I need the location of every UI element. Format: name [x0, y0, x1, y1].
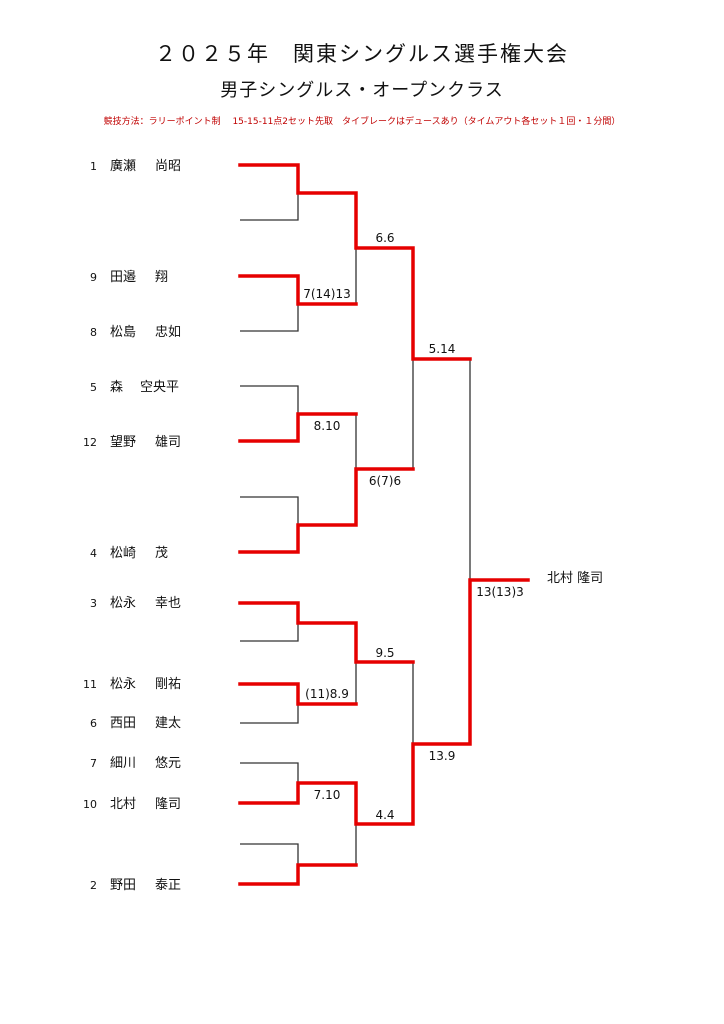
- player-entry: 3 松永 幸也: [90, 596, 181, 611]
- player-surname: 田邉: [110, 270, 136, 285]
- player-surname: 西田: [110, 716, 136, 731]
- seed-number: 8: [90, 326, 97, 339]
- bracket-lines: [240, 193, 471, 865]
- player-given-name: 尚昭: [155, 159, 181, 174]
- match-score: 13.9: [429, 749, 456, 763]
- player-surname: 野田: [110, 878, 136, 893]
- player-given-name: 空央平: [140, 380, 179, 395]
- player-given-name: 雄司: [155, 435, 181, 450]
- winner-lines: [238, 163, 530, 886]
- player-surname: 松永: [110, 596, 136, 611]
- player-given-name: 剛祐: [155, 677, 181, 692]
- player-entry: 8 松島 忠如: [90, 324, 181, 340]
- match-score: 6(7)6: [369, 474, 401, 488]
- player-surname: 細川: [110, 756, 136, 771]
- seed-number: 4: [90, 547, 97, 560]
- match-score: 8.10: [314, 419, 341, 433]
- match-score: 5.14: [429, 342, 456, 356]
- player-given-name: 忠如: [155, 324, 181, 340]
- player-surname: 森: [110, 380, 123, 395]
- player-surname: 廣瀬: [110, 159, 136, 174]
- player-surname: 北村: [110, 797, 136, 812]
- seed-number: 6: [90, 717, 97, 730]
- match-score: 4.4: [375, 808, 394, 822]
- match-score: 6.6: [375, 231, 394, 245]
- player-given-name: 茂: [155, 546, 168, 561]
- player-given-name: 翔: [155, 270, 168, 285]
- player-entry: 4 松崎 茂: [90, 546, 168, 561]
- page-title: ２０２５年 関東シングルス選手権大会: [155, 42, 569, 66]
- seed-number: 5: [90, 381, 97, 394]
- player-entry: 2 野田 泰正: [90, 878, 181, 893]
- match-score: 7(14)13: [303, 287, 351, 301]
- seed-number: 10: [83, 798, 97, 811]
- player-entry: 10 北村 隆司: [83, 797, 181, 812]
- player-surname: 松永: [110, 677, 136, 692]
- page-subtitle: 男子シングルス・オープンクラス: [220, 80, 504, 101]
- seed-number: 1: [90, 160, 97, 173]
- player-entry: 7 細川 悠元: [90, 756, 181, 771]
- match-scores: 7(14)13 8.10 (11)8.9 7.10 6.6 6(7)6 9.5 …: [303, 231, 524, 822]
- player-entry: 9 田邉 翔: [90, 270, 168, 285]
- player-surname: 松島: [110, 325, 136, 340]
- player-given-name: 悠元: [155, 756, 181, 771]
- player-entry: 1 廣瀬 尚昭: [90, 159, 181, 174]
- final-score: 13(13)3: [476, 585, 524, 599]
- seed-number: 9: [90, 271, 97, 284]
- player-entry: 11 松永 剛祐: [83, 677, 181, 692]
- competition-rules: 競技方法：ラリーポイント制 15-15-11点2セット先取 タイブレークはデュー…: [103, 117, 621, 127]
- match-score: 9.5: [375, 646, 394, 660]
- match-score: (11)8.9: [305, 687, 349, 701]
- player-entry: 6 西田 建太: [90, 716, 181, 731]
- player-surname: 松崎: [110, 546, 136, 561]
- seed-number: 7: [90, 757, 97, 770]
- player-given-name: 建太: [155, 716, 181, 731]
- match-score: 7.10: [314, 788, 341, 802]
- player-given-name: 幸也: [155, 596, 181, 611]
- seed-number: 11: [83, 678, 97, 691]
- player-surname: 望野: [110, 434, 136, 450]
- seed-number: 12: [83, 436, 97, 449]
- player-entry: 12 望野 雄司: [83, 434, 181, 450]
- seed-number: 3: [90, 597, 97, 610]
- player-given-name: 泰正: [155, 878, 181, 893]
- seed-number: 2: [90, 879, 97, 892]
- champion-name: 北村 隆司: [547, 571, 603, 586]
- player-given-name: 隆司: [155, 797, 181, 812]
